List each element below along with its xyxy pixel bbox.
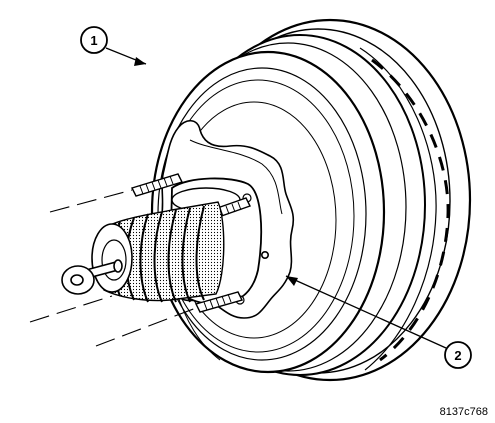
figure-code: 8137c768 [440,406,488,418]
stud-alignment-lines [29,189,197,347]
callout-1-circle [80,26,108,54]
callout-1: 1 [80,26,147,66]
callout-2-circle [444,341,472,369]
mounting-stud-lower [194,291,244,313]
mounting-stud-upper-left [131,173,183,197]
pushrod-boot [91,201,225,303]
callout-2: 2 [285,275,472,369]
pushrod-clevis-eye [61,265,95,295]
callout-2-arrowhead [286,276,298,286]
pushrod [61,259,123,295]
callout-1-label: 1 [90,33,97,48]
callout-1-arrowhead [134,57,146,66]
callout-2-leader [285,275,447,349]
callout-2-label: 2 [454,348,461,363]
